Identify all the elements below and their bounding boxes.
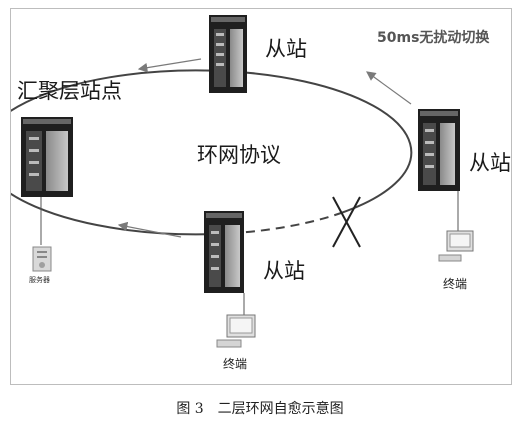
switch-right	[418, 109, 460, 191]
diagram-frame: 50ms无扰动切换 汇聚层站点 环网协议 从站 从站 从站 服务器 终端 终端	[10, 8, 512, 385]
figure-caption: 图 3 二层环网自愈示意图	[176, 401, 344, 417]
link-break-cross-icon	[332, 196, 361, 248]
flow-arrow	[117, 221, 182, 238]
slave-label-bottom: 从站	[263, 259, 305, 283]
server-label: 服务器	[29, 276, 50, 284]
flow-arrow	[137, 58, 202, 73]
terminal-label-bottom: 终端	[223, 357, 248, 371]
switch-top	[209, 15, 247, 93]
slave-label-top: 从站	[265, 37, 307, 61]
ring-protocol-label: 环网协议	[197, 143, 281, 167]
slave-label-right: 从站	[469, 151, 511, 175]
terminal-icon	[438, 230, 474, 262]
switch-bottom	[204, 211, 244, 293]
ring-network-diagram	[11, 15, 474, 348]
aggregation-label: 汇聚层站点	[17, 79, 122, 103]
flow-arrow	[366, 71, 412, 105]
switch-aggregation	[21, 117, 73, 197]
terminal-icon	[216, 314, 256, 348]
server-icon	[32, 246, 52, 272]
switch-time-note: 50ms无扰动切换	[377, 30, 490, 46]
terminal-label-right: 终端	[443, 277, 468, 291]
